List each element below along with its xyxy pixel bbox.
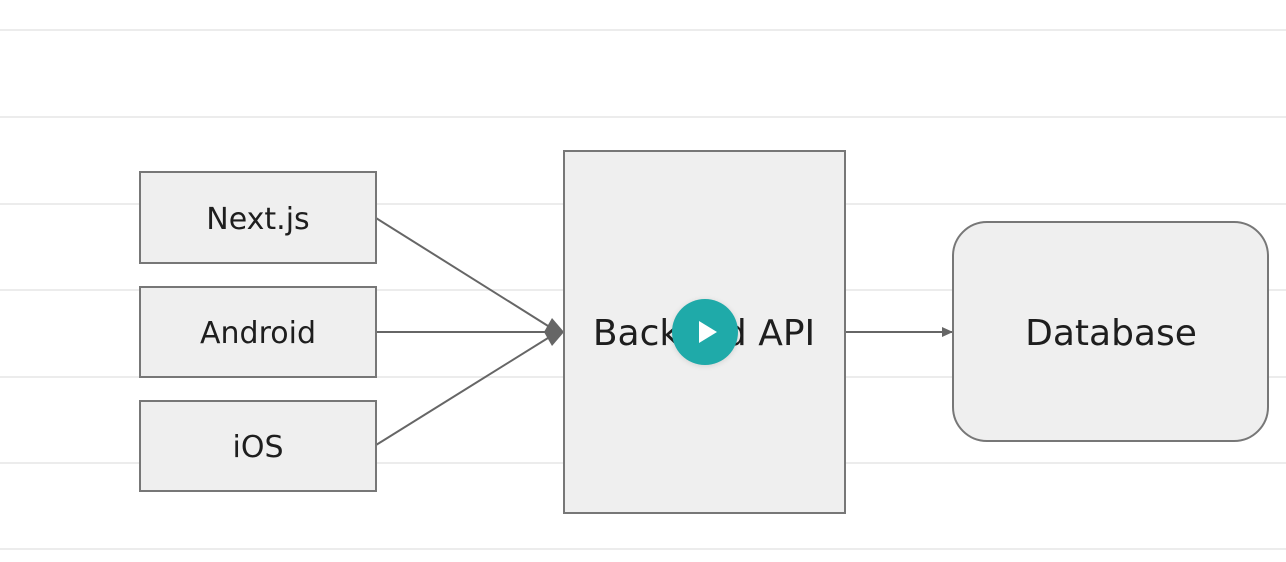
node-android-box <box>139 286 377 378</box>
edges <box>375 217 953 446</box>
edge-ios-backend <box>375 332 557 446</box>
edge-nextjs-backend <box>375 217 557 332</box>
node-database: Database <box>952 221 1269 442</box>
merge-arrowhead <box>544 318 564 346</box>
play-icon <box>698 321 717 343</box>
node-ios-box <box>139 400 377 492</box>
node-nextjs-label: Next.js <box>206 202 309 237</box>
node-android: Android <box>139 286 377 378</box>
node-ios: iOS <box>139 400 377 492</box>
node-nextjs-box <box>139 171 377 264</box>
node-nextjs: Next.js <box>139 171 377 264</box>
node-android-label: Android <box>200 316 316 351</box>
play-button[interactable] <box>672 299 738 365</box>
node-ios-label: iOS <box>233 430 284 465</box>
node-database-box <box>952 221 1269 442</box>
node-database-label: Database <box>1025 313 1197 354</box>
